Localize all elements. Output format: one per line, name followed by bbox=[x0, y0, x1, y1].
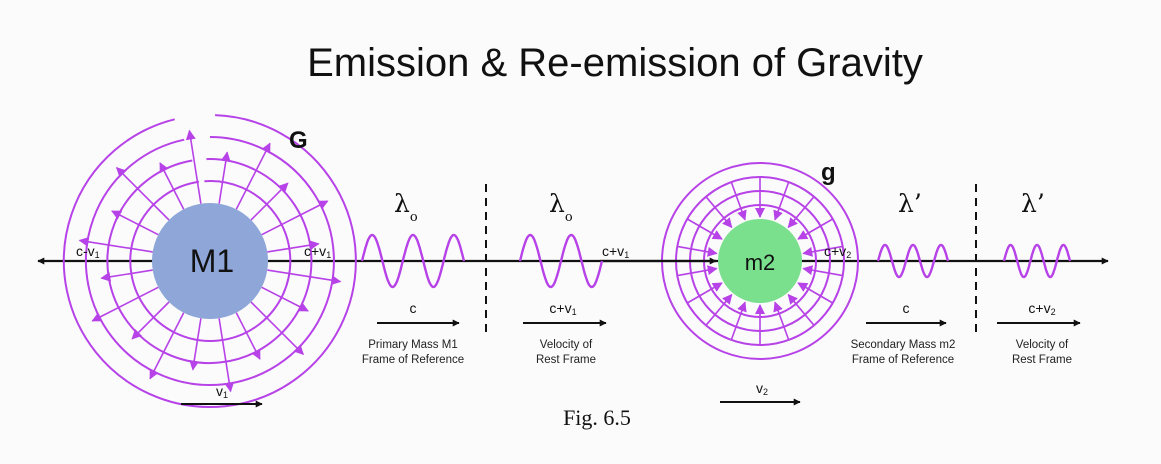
speed-label-4: c+v2 bbox=[1028, 300, 1055, 317]
axis-label-m2-right: c+v2 bbox=[824, 243, 851, 260]
field-ray-m1 bbox=[267, 269, 342, 286]
field-ray-m2 bbox=[677, 245, 718, 257]
speed-label-1: c bbox=[410, 300, 417, 316]
field-lines-m2 bbox=[661, 162, 859, 360]
primary-field-label: G bbox=[289, 127, 308, 154]
frame-caption-1-line2: Frame of Reference bbox=[362, 354, 464, 366]
gravity-wave-lambda-prime-1 bbox=[876, 243, 950, 279]
wavelength-label-4: λ’ bbox=[1021, 189, 1045, 218]
axis-label-left: c-v1 bbox=[76, 243, 100, 260]
field-ray-m1 bbox=[159, 162, 185, 210]
m2-velocity-label: v2 bbox=[756, 380, 768, 397]
field-ray-m2 bbox=[705, 293, 733, 326]
field-ray-m2 bbox=[686, 282, 723, 304]
frame-caption-4-line2: Rest Frame bbox=[1012, 354, 1072, 366]
field-ring-m1 bbox=[62, 114, 357, 408]
frame-caption-4-line1: Velocity of bbox=[1016, 339, 1069, 351]
field-ray-m1 bbox=[185, 129, 202, 204]
figure-caption: Fig. 6.5 bbox=[563, 405, 631, 430]
gravity-wave-lambda-o-2 bbox=[518, 233, 604, 289]
field-ray-m1 bbox=[115, 166, 170, 221]
primary-mass-m1 bbox=[152, 203, 268, 319]
field-ray-m2 bbox=[730, 181, 747, 221]
field-ray-m1 bbox=[91, 286, 159, 322]
wavelength-label-2: λo bbox=[549, 189, 573, 225]
field-ray-m1 bbox=[261, 200, 329, 236]
field-ray-m2 bbox=[787, 293, 815, 326]
field-ray-m2 bbox=[730, 301, 747, 341]
field-ray-m1 bbox=[149, 312, 185, 380]
frame-caption-3-line1: Secondary Mass m2 bbox=[851, 339, 956, 351]
m1-velocity-label: v1 bbox=[216, 383, 228, 400]
field-ray-m1 bbox=[261, 286, 309, 312]
secondary-mass-m2 bbox=[718, 219, 802, 303]
field-ray-m1 bbox=[267, 240, 320, 253]
field-ray-m2 bbox=[797, 218, 834, 240]
frame-caption-2-line2: Rest Frame bbox=[536, 354, 596, 366]
field-ray-m2 bbox=[787, 196, 815, 229]
field-ray-m1 bbox=[250, 182, 289, 221]
field-lines-m1 bbox=[62, 114, 357, 408]
gravity-wave-lambda-prime-2 bbox=[1002, 243, 1072, 279]
field-ray-m1 bbox=[78, 236, 153, 253]
field-ray-m1 bbox=[189, 318, 202, 371]
wavelength-label-3: λ’ bbox=[898, 189, 922, 218]
field-ray-m1 bbox=[100, 269, 153, 282]
diagram-title: Emission & Re-emission of Gravity bbox=[307, 41, 923, 85]
secondary-mass-label: m2 bbox=[745, 250, 776, 275]
field-ray-m1 bbox=[218, 151, 231, 204]
field-ray-m2 bbox=[705, 196, 733, 229]
speed-label-3: c bbox=[903, 300, 910, 316]
gravity-wave-lambda-o-1 bbox=[360, 233, 466, 289]
field-ray-m2 bbox=[797, 282, 834, 304]
frame-caption-1-line1: Primary Mass M1 bbox=[368, 339, 457, 351]
field-ray-m1 bbox=[218, 318, 235, 393]
field-ray-m1 bbox=[235, 142, 271, 210]
field-ray-m1 bbox=[235, 312, 261, 360]
frame-caption-3-line2: Frame of Reference bbox=[852, 354, 954, 366]
field-ray-m2 bbox=[677, 265, 718, 277]
field-ray-m2 bbox=[773, 181, 790, 221]
field-ray-m1 bbox=[131, 301, 170, 340]
field-ray-m2 bbox=[773, 301, 790, 341]
field-ray-m1 bbox=[250, 301, 305, 356]
field-ring-m1 bbox=[129, 179, 292, 342]
primary-mass-label: M1 bbox=[190, 243, 234, 279]
wavelength-label-1: λo bbox=[394, 189, 418, 225]
speed-label-2: c+v1 bbox=[549, 300, 576, 317]
field-ring-m1 bbox=[84, 136, 335, 386]
axis-label-m1-right: c+v1 bbox=[304, 243, 331, 260]
field-ray-m2 bbox=[802, 265, 843, 277]
axis-label-mid: c+v1 bbox=[602, 243, 629, 260]
frame-caption-2-line1: Velocity of bbox=[540, 339, 593, 351]
field-ray-m2 bbox=[686, 218, 723, 240]
field-ray-m1 bbox=[111, 210, 159, 236]
field-ray-m2 bbox=[802, 245, 843, 257]
secondary-field-label: g bbox=[821, 159, 836, 186]
